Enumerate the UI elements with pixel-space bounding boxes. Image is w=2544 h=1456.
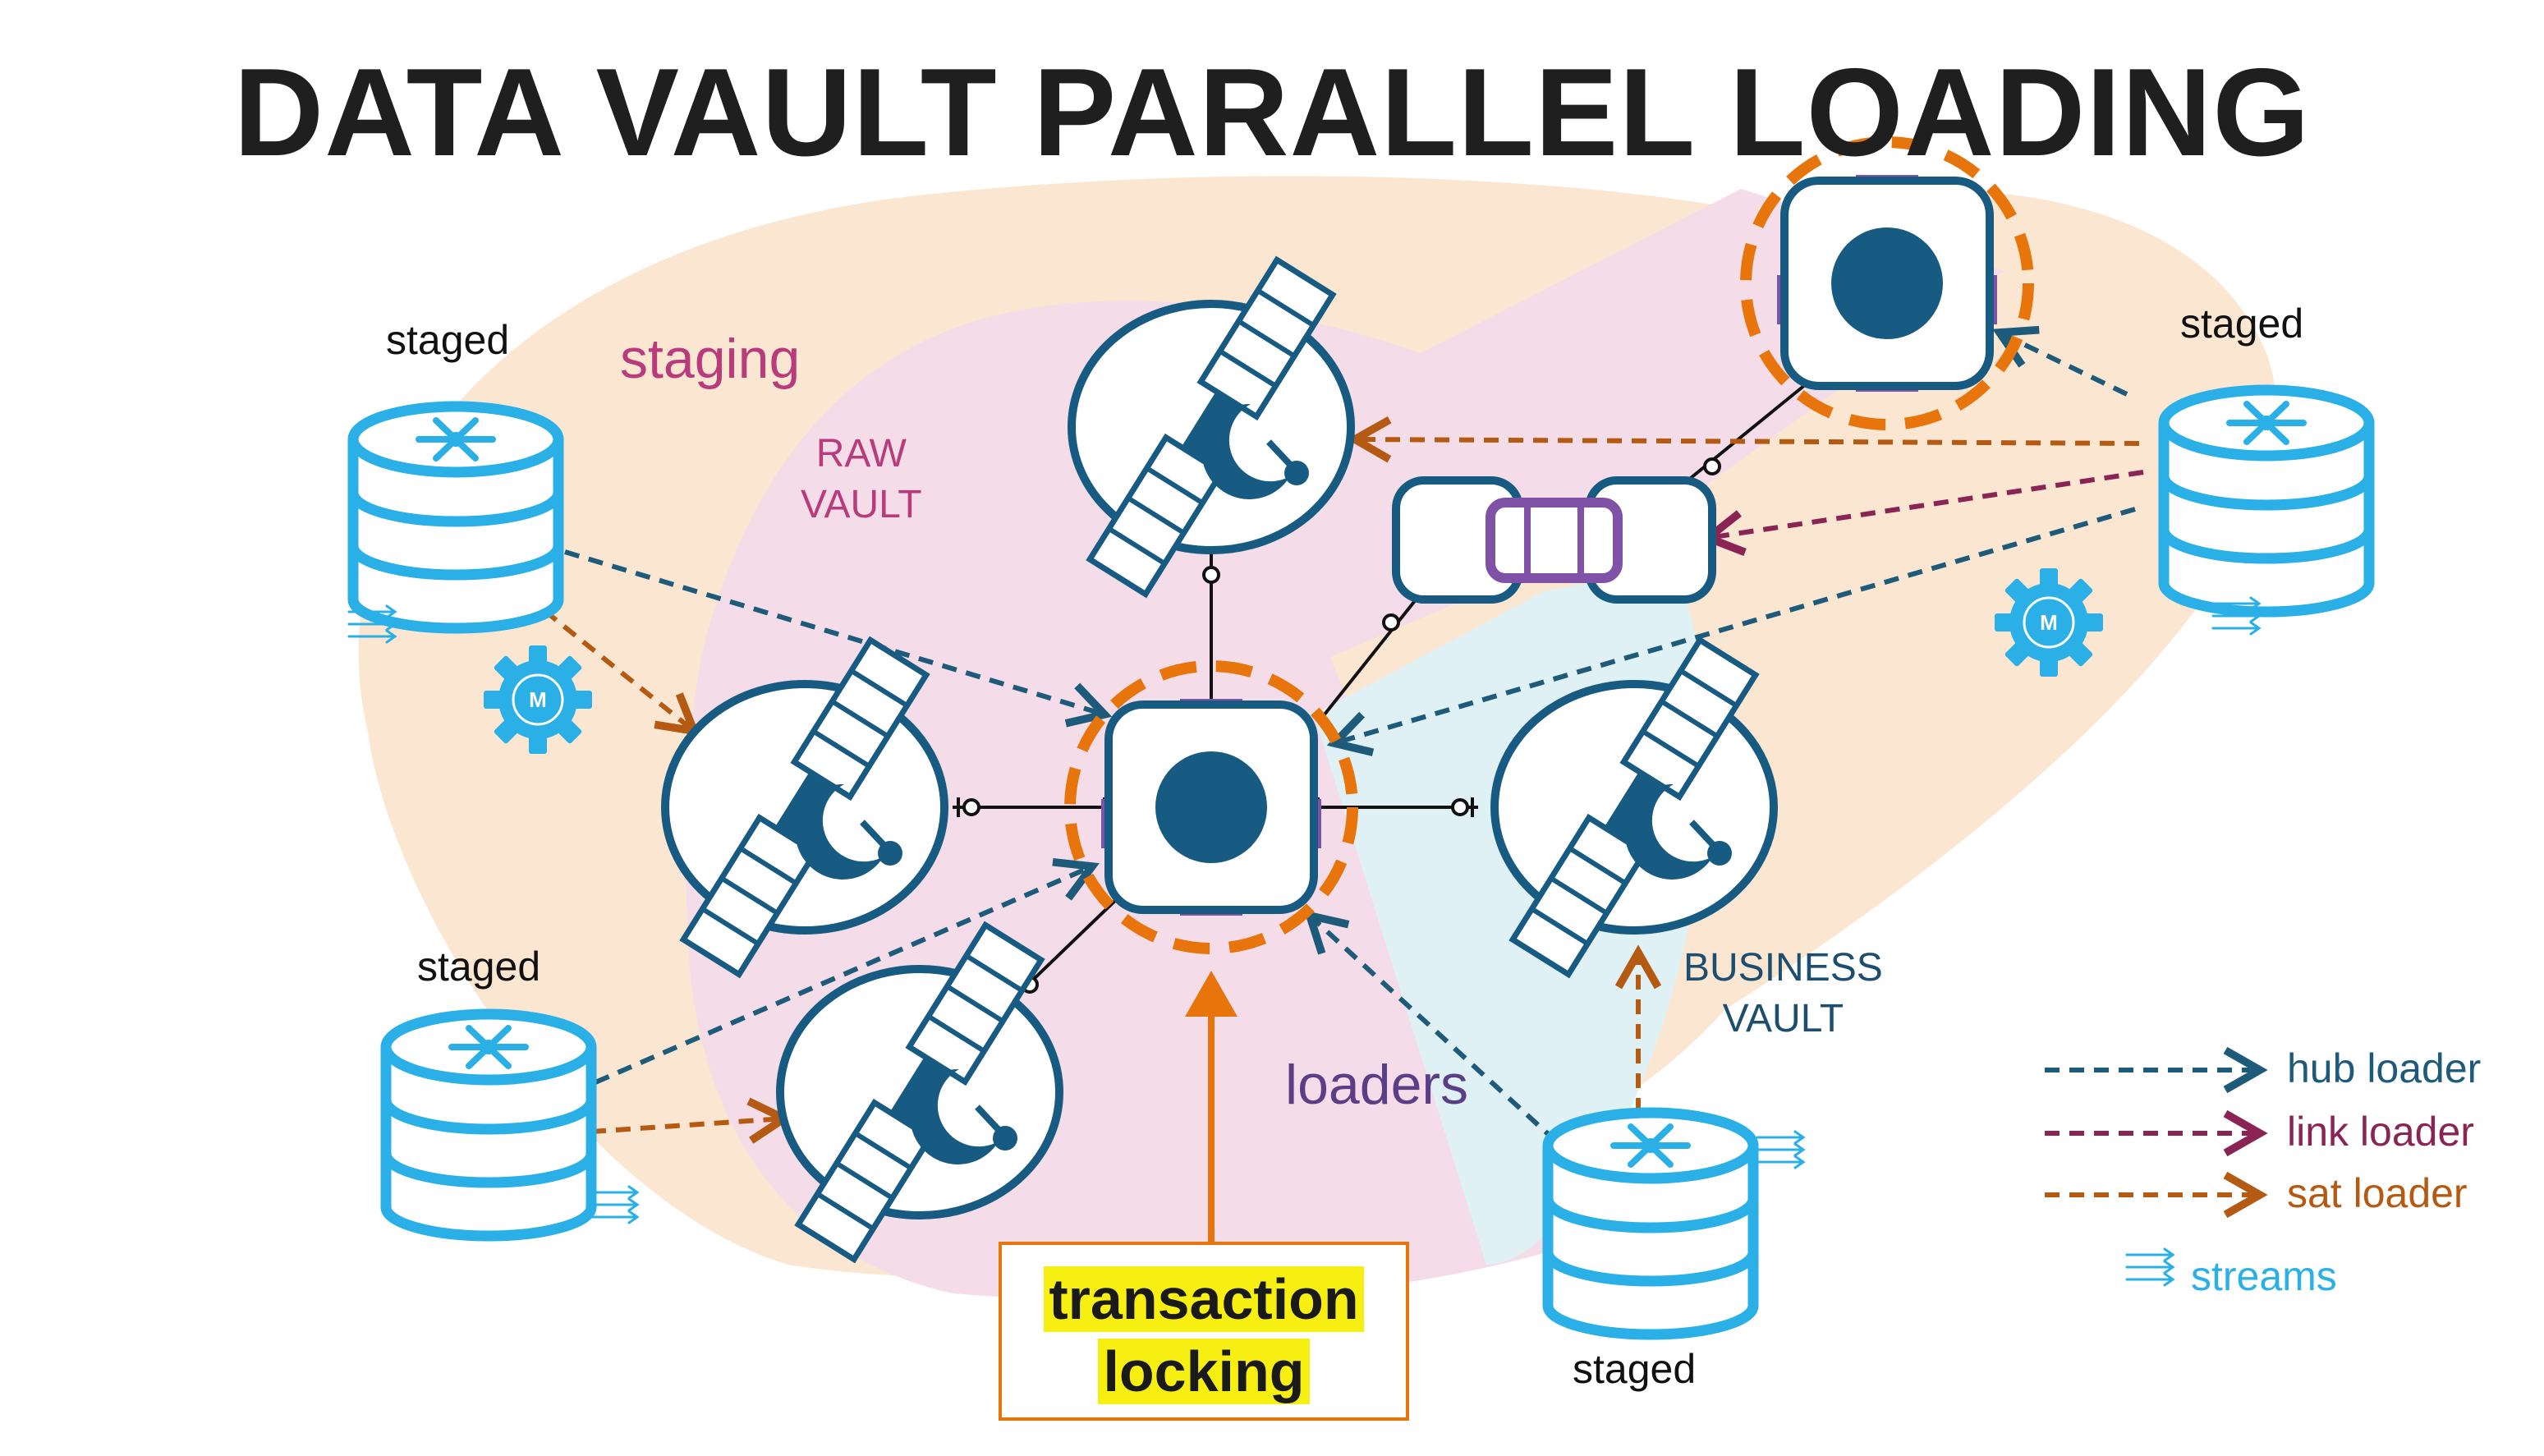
streams-icon bbox=[2125, 1247, 2174, 1287]
link-icon bbox=[1392, 476, 1716, 604]
lock-ring bbox=[1064, 660, 1358, 954]
staged-label: staged bbox=[386, 317, 510, 363]
streams-icon bbox=[347, 604, 397, 644]
sat-loader-arrow bbox=[1347, 416, 2140, 463]
sat-loader-arrow bbox=[590, 1097, 792, 1144]
staged-label: staged bbox=[417, 944, 541, 990]
zone-label-business-vault: BUSINESS VAULT bbox=[1683, 943, 1883, 1045]
database-icon bbox=[1548, 1113, 1753, 1334]
hub-loader-arrow bbox=[564, 549, 1113, 728]
zone-label-bv-line2: VAULT bbox=[1722, 997, 1844, 1040]
zone-label-raw-vault: RAW VAULT bbox=[801, 429, 922, 530]
hub-loader-arrow bbox=[1326, 507, 2136, 756]
streams-icon bbox=[590, 1185, 639, 1224]
hub-icon bbox=[1101, 699, 1321, 916]
lock-note-line2: locking bbox=[1098, 1339, 1310, 1404]
zone-label-bv-line1: BUSINESS bbox=[1683, 946, 1883, 990]
model-gear-icon bbox=[482, 644, 594, 756]
database-icon bbox=[386, 1014, 591, 1236]
zone-label-loaders: loaders bbox=[1285, 1054, 1469, 1116]
database-icon bbox=[2164, 390, 2369, 612]
staged-label: staged bbox=[2180, 301, 2304, 347]
staged-label: staged bbox=[1573, 1346, 1697, 1392]
transaction-locking-note: transaction locking bbox=[999, 1242, 1409, 1421]
legend-hub-label: hub loader bbox=[2287, 1045, 2482, 1091]
lock-note-line1: transaction bbox=[1044, 1266, 1364, 1332]
zone-label-raw-line2: VAULT bbox=[801, 483, 922, 526]
streams-icon bbox=[2211, 596, 2261, 636]
legend-link-label: link loader bbox=[2287, 1109, 2474, 1155]
zone-label-staging: staging bbox=[620, 328, 801, 390]
sat-loader-arrow bbox=[524, 593, 700, 737]
database-icon bbox=[353, 406, 558, 628]
page-title: DATA VAULT PARALLEL LOADING bbox=[233, 43, 2311, 182]
hub-loader-arrow bbox=[1303, 910, 1559, 1144]
zone-label-raw-line1: RAW bbox=[815, 432, 907, 475]
hub-icon bbox=[1777, 175, 1997, 392]
model-gear-icon bbox=[1993, 567, 2105, 678]
hub-loader-arrow bbox=[594, 857, 1100, 1085]
streams-icon bbox=[1756, 1130, 1805, 1169]
legend-streams-label: streams bbox=[2191, 1253, 2337, 1299]
lock-ring bbox=[1740, 136, 2034, 430]
legend-sat-label: sat loader bbox=[2287, 1170, 2468, 1216]
